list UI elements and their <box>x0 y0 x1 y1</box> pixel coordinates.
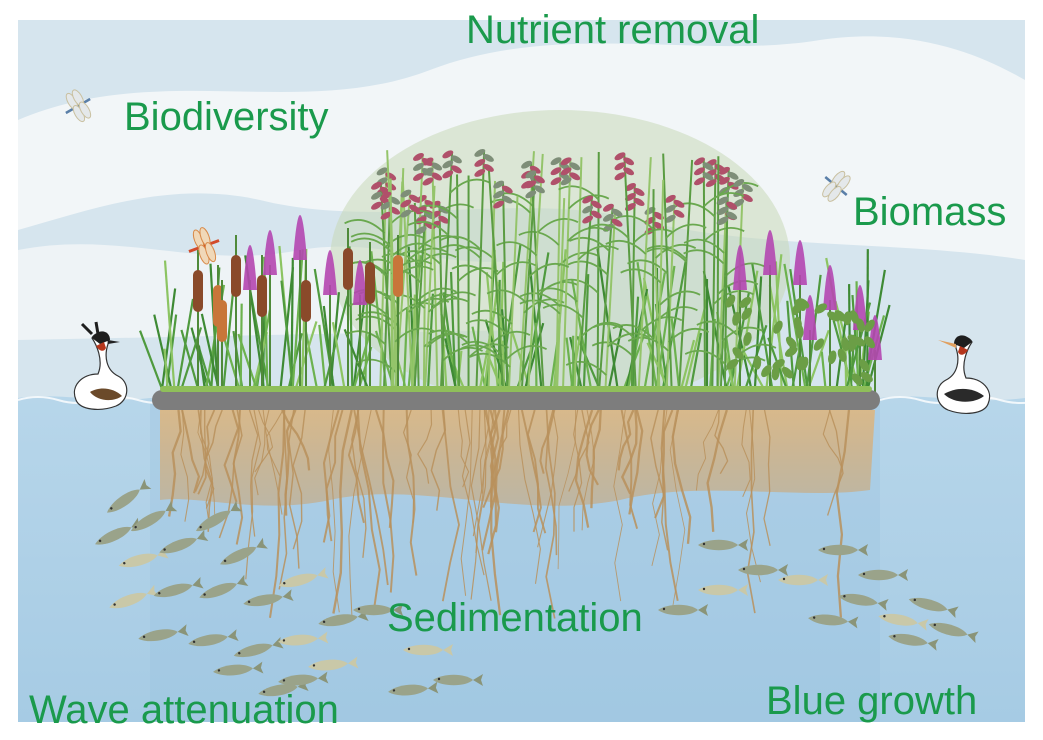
label-nutrient-removal: Nutrient removal <box>466 10 759 50</box>
floating-island-mat <box>152 390 880 410</box>
label-blue-growth: Blue growth <box>766 681 977 721</box>
label-sedimentation: Sedimentation <box>387 598 643 638</box>
label-biodiversity: Biodiversity <box>124 97 329 137</box>
island-moss <box>160 386 872 392</box>
label-wave-attenuation: Wave attenuation <box>29 690 339 730</box>
label-biomass: Biomass <box>853 192 1006 232</box>
